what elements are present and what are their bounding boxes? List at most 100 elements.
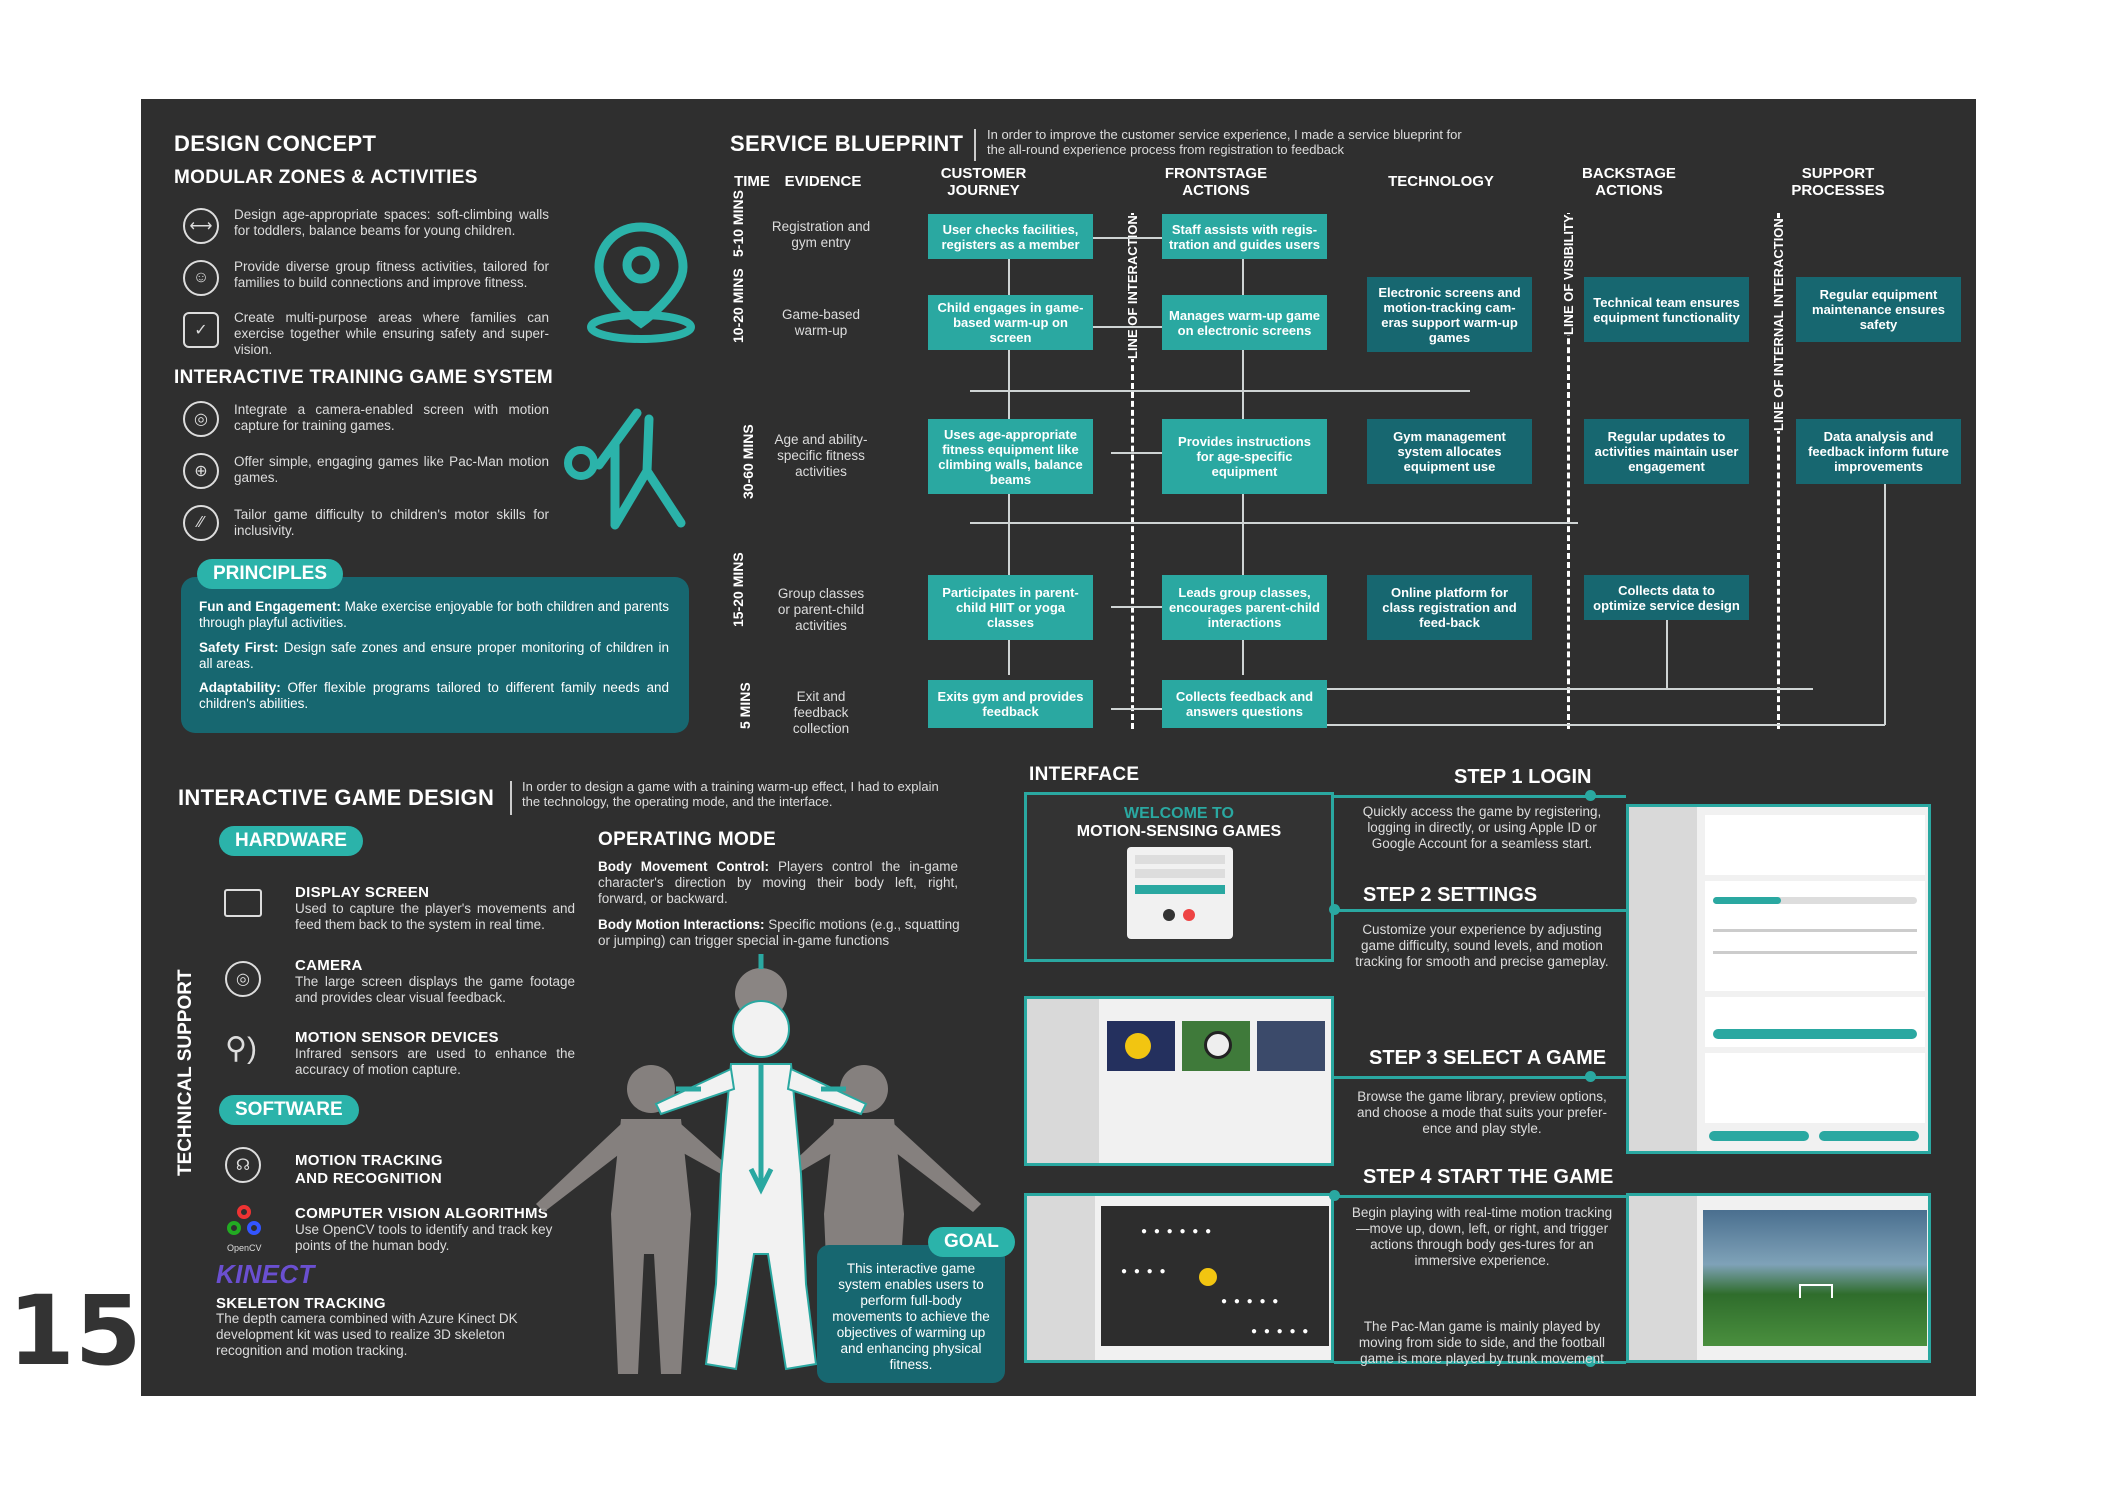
front-staff-assist: Staff assists with regis-tration and gui…	[1162, 214, 1327, 259]
tech-online-platform: Online platform for class registration a…	[1367, 575, 1532, 640]
training-system-title: INTERACTIVE TRAINING GAME SYSTEM	[174, 367, 554, 388]
principles-panel	[181, 577, 689, 733]
pellet-row: ● ● ● ● ● ●	[1141, 1226, 1214, 1237]
game-settings-card	[1705, 881, 1925, 991]
save-settings-button[interactable]	[1709, 1131, 1809, 1141]
pacman-board: ● ● ● ● ● ● ● ● ● ● ● ● ● ● ● ● ● ● ● ●	[1101, 1206, 1329, 1346]
journey-classes: Participates in parent-child HIIT or yog…	[928, 575, 1093, 640]
blueprint-title: SERVICE BLUEPRINT	[730, 131, 964, 156]
step-timeline	[1334, 795, 1626, 798]
interface-title: INTERFACE	[1029, 764, 1140, 785]
google-login-icon[interactable]	[1183, 909, 1195, 921]
action-calibration-card	[1705, 997, 1925, 1047]
login-form	[1127, 847, 1233, 939]
hw-display-title: DISPLAY SCREEN	[295, 884, 430, 901]
training-item-1: Integrate a camera-enabled screen with m…	[234, 402, 549, 433]
training-item-2: Offer simple, engaging games like Pac-Ma…	[234, 454, 549, 485]
connector	[1325, 724, 1885, 726]
pacman-sprite	[1199, 1268, 1217, 1286]
col-frontstage: FRONTSTAGE ACTIONS	[1164, 165, 1268, 199]
calibration-button[interactable]	[1713, 1029, 1917, 1039]
sound-slider[interactable]	[1713, 929, 1917, 932]
front-feedback: Collects feedback and answers questions	[1162, 680, 1327, 728]
operating-p1-text: Players control the in-game character's …	[598, 859, 959, 906]
gamepad-icon: ⊕	[183, 453, 219, 489]
gameplay-note: The Pac-Man game is mainly played by mov…	[1358, 1319, 1606, 1366]
time-row-4: 15-20 MINS	[730, 552, 746, 627]
user-info-card	[1705, 815, 1925, 875]
goal-panel	[817, 1245, 1005, 1383]
thumb-sport[interactable]	[1257, 1021, 1325, 1071]
pellet-row: ● ● ● ●	[1121, 1266, 1168, 1277]
opencv-icon	[225, 1205, 265, 1239]
line-of-internal-interaction	[1777, 213, 1780, 729]
goal-text: This interactive game system enables use…	[832, 1261, 990, 1372]
apple-login-icon[interactable]	[1163, 909, 1175, 921]
front-manage-game: Manages warm-up game on electronic scree…	[1162, 295, 1327, 350]
hw-sensor-title: MOTION SENSOR DEVICES	[295, 1029, 499, 1046]
step-4-title: STEP 4 START THE GAME	[1363, 1166, 1614, 1188]
step-1-title: STEP 1 LOGIN	[1454, 766, 1592, 788]
presentation-board: DESIGN CONCEPT MODULAR ZONES & ACTIVITIE…	[141, 99, 1976, 1396]
game-design-divider	[510, 781, 512, 815]
line-of-internal-label: LINE OF INTERNAL INTERACTION	[1771, 218, 1786, 431]
football-screen	[1626, 1193, 1931, 1363]
game-design-desc: In order to design a game with a trainin…	[522, 779, 939, 809]
skeleton-text: The depth camera combined with Azure Kin…	[216, 1311, 518, 1358]
step-dot	[1585, 1071, 1596, 1082]
support-data-analysis: Data analysis and feedback inform future…	[1796, 419, 1961, 484]
reset-settings-button[interactable]	[1819, 1131, 1919, 1141]
col-technology: TECHNOLOGY	[1388, 173, 1494, 190]
step-timeline	[1334, 1076, 1626, 1079]
operating-p1-label: Body Movement Control:	[598, 859, 769, 874]
col-evidence: EVIDENCE	[784, 173, 862, 190]
game-sidebar	[1027, 1196, 1095, 1360]
thumb-pacman[interactable]	[1107, 1021, 1175, 1071]
goal-badge: GOAL	[928, 1227, 1015, 1257]
principle-fun-label: Fun and Engagement:	[199, 599, 341, 614]
password-field[interactable]	[1135, 869, 1225, 878]
time-row-3: 30-60 MINS	[740, 424, 756, 499]
brightness-slider[interactable]	[1713, 951, 1917, 954]
evidence-row-1: Registration and gym entry	[771, 219, 871, 250]
dumbbell-icon: ⟷	[183, 208, 219, 244]
evidence-row-2: Game-based warm-up	[781, 307, 861, 338]
hw-display-text: Used to capture the player's movements a…	[295, 901, 575, 932]
connector	[1884, 482, 1886, 725]
step-3-title: STEP 3 SELECT A GAME	[1369, 1047, 1607, 1069]
welcome-line-2: MOTION-SENSING GAMES	[1076, 823, 1282, 840]
login-button[interactable]	[1135, 885, 1225, 894]
hw-sensor-text: Infrared sensors are used to enhance the…	[295, 1046, 575, 1077]
front-lead-classes: Leads group classes, encourages parent-c…	[1162, 575, 1327, 640]
journey-warmup: Child engages in game-based warm-up on s…	[928, 295, 1093, 350]
opencv-label: OpenCV	[227, 1243, 262, 1253]
camera-icon: ◎	[183, 401, 219, 437]
operating-p2-text: Specific motions (e.g., squatting or jum…	[598, 917, 960, 948]
sw-cv-text: Use OpenCV tools to identify and track k…	[295, 1222, 553, 1253]
principle-safety-text: Design safe zones and ensure proper moni…	[199, 640, 669, 671]
principle-adapt: Adaptability: Offer flexible programs ta…	[199, 680, 669, 712]
settings-sidebar	[1629, 807, 1697, 1151]
skeleton-title: SKELETON TRACKING	[216, 1295, 386, 1312]
difficulty-toggle[interactable]	[1713, 897, 1917, 904]
step-dot	[1585, 1356, 1596, 1367]
hw-camera-text: The large screen displays the game foota…	[295, 974, 575, 1005]
settings-screen	[1626, 804, 1931, 1154]
step-3-text: Browse the game library, preview options…	[1357, 1089, 1607, 1136]
step-2-text: Customize your experience by adjusting g…	[1355, 922, 1609, 969]
welcome-line-1: WELCOME TO	[1124, 805, 1234, 822]
game-select-screen	[1024, 996, 1334, 1166]
operating-mode-title: OPERATING MODE	[598, 829, 777, 850]
football-sidebar	[1629, 1196, 1697, 1360]
username-field[interactable]	[1135, 855, 1225, 864]
journey-register: User checks facilities, registers as a m…	[928, 214, 1093, 259]
time-row-5: 5 MINS	[737, 682, 753, 729]
game-design-title: INTERACTIVE GAME DESIGN	[178, 785, 495, 810]
thumb-football[interactable]	[1182, 1021, 1250, 1071]
line-of-visibility-label: LINE OF VISIBILITY	[1561, 214, 1576, 335]
connector	[1666, 619, 1668, 689]
location-pin-icon	[587, 222, 695, 343]
football-goal	[1799, 1284, 1833, 1298]
technical-support-label: TECHNICAL SUPPORT	[175, 969, 196, 1176]
col-backstage: BACKSTAGE ACTIONS	[1582, 165, 1676, 199]
